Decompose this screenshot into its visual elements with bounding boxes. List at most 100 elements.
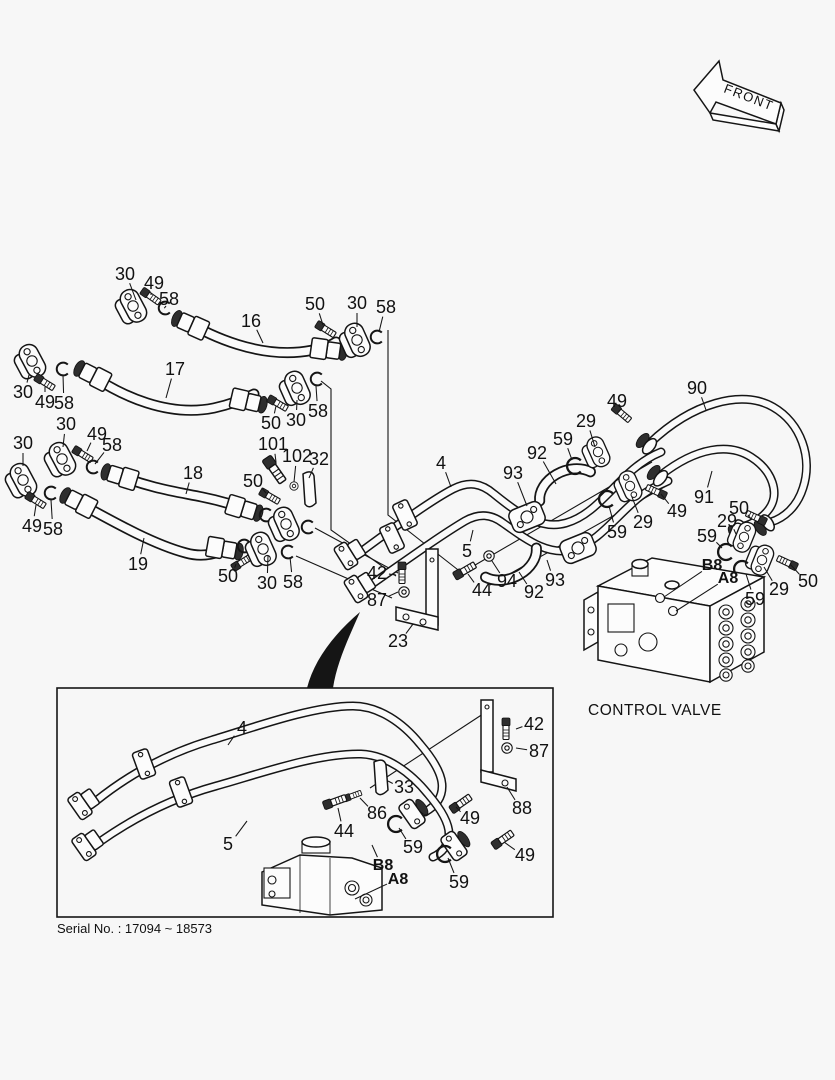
main-callout-91: 91 <box>693 487 715 507</box>
leader-line <box>455 806 461 813</box>
inset-callout-86: 86 <box>366 803 388 823</box>
leader-line <box>567 448 573 461</box>
leader-line <box>315 385 318 402</box>
main-callout-93: 93 <box>544 570 566 590</box>
leader-line <box>62 374 65 394</box>
leader-line <box>745 573 752 590</box>
main-callout-42: 42 <box>366 563 388 583</box>
leader-line <box>371 844 378 858</box>
main-callout-49: 49 <box>21 516 43 536</box>
serial-number-note: Serial No. : 17094 ~ 18573 <box>57 921 213 936</box>
leader-line <box>388 573 397 576</box>
main-callout-58: 58 <box>42 519 64 539</box>
leader-line <box>518 571 528 585</box>
leader-line <box>318 313 324 326</box>
main-callout-32: 32 <box>308 449 330 469</box>
main-callout-58: 58 <box>53 393 75 413</box>
main-callout-59: 59 <box>552 429 574 449</box>
inset-callout-59: 59 <box>448 872 470 892</box>
leader-line <box>546 559 552 571</box>
main-callout-29: 29 <box>632 512 654 532</box>
tube-4-port-flange <box>398 798 429 830</box>
leader-line <box>62 433 65 448</box>
hose-18 <box>39 438 317 547</box>
leader-line <box>359 797 369 807</box>
leader-line <box>387 591 399 597</box>
leader-line <box>447 857 455 874</box>
main-callout-50: 50 <box>260 413 282 433</box>
leader-line <box>293 465 297 483</box>
leader-line <box>86 442 92 452</box>
main-callout-49: 49 <box>606 391 628 411</box>
main-callout-101: 101 <box>257 434 289 454</box>
leader-line <box>707 470 713 488</box>
main-callout-92: 92 <box>526 443 548 463</box>
leader-line <box>789 563 800 575</box>
leader-line <box>235 820 248 837</box>
leader-line <box>398 827 407 840</box>
leader-line <box>515 747 528 751</box>
leader-line <box>129 283 137 301</box>
leader-line <box>337 807 342 822</box>
leader-line <box>675 583 719 612</box>
bracket-88 <box>480 699 517 792</box>
main-callout-59: 59 <box>744 589 766 609</box>
leader-line <box>308 467 314 479</box>
inset-callout-88: 88 <box>511 798 533 818</box>
control-valve <box>583 557 767 684</box>
leader-line <box>608 505 614 523</box>
inset-border <box>56 687 554 918</box>
bracket-23 <box>395 548 439 631</box>
leader-line <box>445 472 452 488</box>
main-callout-58: 58 <box>375 297 397 317</box>
inset-callout-b8: B8 <box>372 857 394 874</box>
main-callout-30: 30 <box>346 293 368 313</box>
leader-line <box>747 514 752 520</box>
main-callout-30: 30 <box>256 573 278 593</box>
main-callout-30: 30 <box>12 433 34 453</box>
main-callout-59: 59 <box>696 526 718 546</box>
leader-line <box>266 555 269 574</box>
main-callout-92: 92 <box>523 582 545 602</box>
tube-5-port-flange <box>440 830 471 862</box>
inset-callout-87: 87 <box>528 741 550 761</box>
main-callout-58: 58 <box>282 572 304 592</box>
main-callout-93: 93 <box>502 463 524 483</box>
leader-line <box>163 305 167 309</box>
inset-detail-view <box>56 687 554 918</box>
leader-line <box>26 374 30 383</box>
main-callout-29: 29 <box>575 411 597 431</box>
main-callout-58: 58 <box>158 289 180 309</box>
leader-line <box>387 780 394 784</box>
main-callout-17: 17 <box>164 359 186 379</box>
inset-callout-33: 33 <box>393 777 415 797</box>
leader-line <box>763 566 773 582</box>
leader-line <box>234 563 237 568</box>
leader-line <box>256 329 264 344</box>
main-callout-90: 90 <box>686 378 708 398</box>
leader-line <box>491 560 501 574</box>
leader-line <box>589 430 596 448</box>
inset-callout-42: 42 <box>523 714 545 734</box>
leader-line <box>733 529 737 535</box>
leader-line <box>140 537 145 555</box>
leader-line <box>273 405 277 414</box>
leader-line <box>715 541 723 549</box>
front-direction-arrow: FRONT <box>693 59 785 134</box>
main-callout-87: 87 <box>366 590 388 610</box>
main-callout-44: 44 <box>471 580 493 600</box>
hose-19 <box>0 459 294 573</box>
leader-line <box>467 573 475 583</box>
main-callout-29: 29 <box>768 579 790 599</box>
leader-line <box>506 786 516 801</box>
inset-callout-4: 4 <box>236 718 248 738</box>
leader-line <box>515 726 523 730</box>
main-callout-30: 30 <box>12 382 34 402</box>
valve-port-bank <box>718 596 756 682</box>
pump <box>261 836 383 916</box>
main-callout-29: 29 <box>716 511 738 531</box>
main-callout-5: 5 <box>461 541 473 561</box>
main-callout-49: 49 <box>86 424 108 444</box>
main-callout-30: 30 <box>285 410 307 430</box>
